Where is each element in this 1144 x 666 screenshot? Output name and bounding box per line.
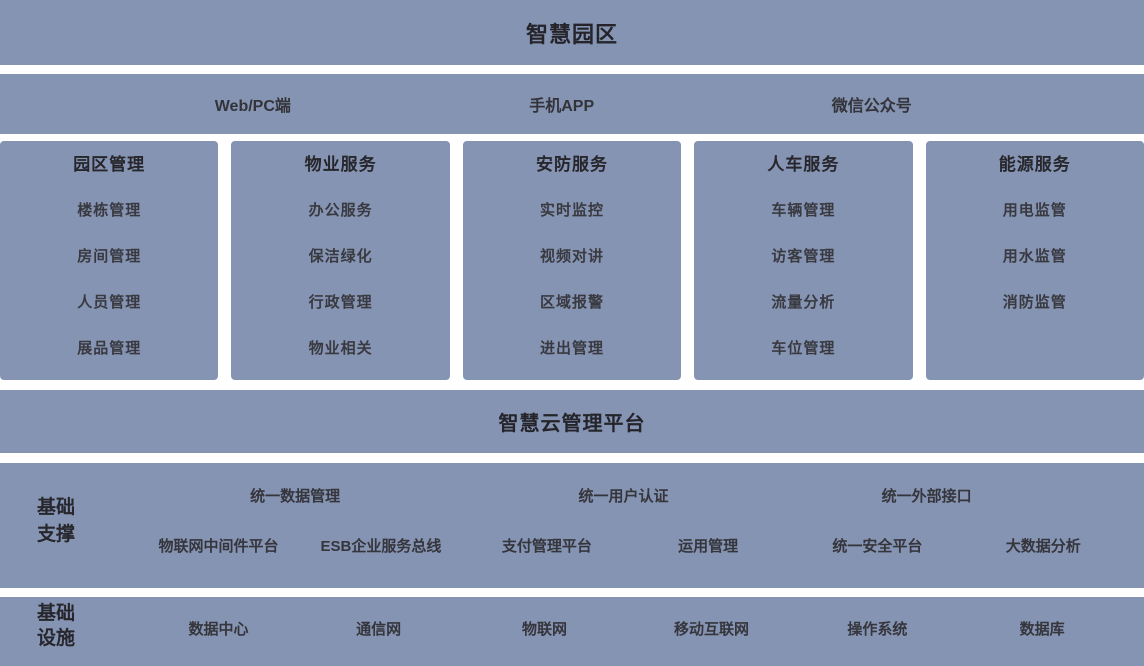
- column-item: 展品管理: [77, 340, 142, 357]
- cloud-platform-bar: 智慧云管理平台: [0, 390, 1144, 453]
- column-item: 办公服务: [308, 202, 373, 219]
- page-title: 智慧园区: [525, 21, 618, 47]
- column-item: 进出管理: [539, 340, 604, 357]
- column-item: 区域报警: [539, 294, 604, 311]
- column-item: 楼栋管理: [77, 202, 142, 219]
- column-item: 物业相关: [308, 340, 373, 357]
- column-item: 人员管理: [77, 294, 142, 311]
- column-item: 用电监管: [1002, 202, 1067, 219]
- support-item-esb: ESB企业服务总线: [320, 538, 442, 555]
- column-item: 保洁绿化: [308, 248, 373, 265]
- service-column-property-service: 物业服务 办公服务 保洁绿化 行政管理 物业相关: [231, 141, 450, 380]
- support-item-unified-auth: 统一用户认证: [578, 488, 669, 505]
- column-title: 安防服务: [535, 155, 608, 174]
- service-columns: 园区管理 楼栋管理 房间管理 人员管理 展品管理 物业服务 办公服务 保洁绿化 …: [0, 141, 1144, 380]
- channel-web-pc: Web/PC端: [214, 98, 291, 115]
- column-title: 园区管理: [73, 155, 146, 174]
- column-title: 能源服务: [998, 155, 1071, 174]
- support-item-unified-data: 统一数据管理: [250, 488, 341, 505]
- support-item-big-data-analysis: 大数据分析: [1005, 538, 1081, 555]
- infrastructure-label: 基础 设施: [36, 603, 75, 649]
- column-title: 人车服务: [767, 155, 840, 174]
- column-title: 物业服务: [304, 155, 377, 174]
- column-item: 房间管理: [77, 248, 142, 265]
- support-item-payment-platform: 支付管理平台: [501, 538, 592, 555]
- infrastructure-section: 基础 设施 数据中心 通信网 物联网 移动互联网 操作系统 数据库: [0, 597, 1144, 666]
- column-item: 车辆管理: [771, 202, 836, 219]
- service-column-energy-service: 能源服务 用电监管 用水监管 消防监管: [925, 141, 1144, 380]
- channel-mobile-app: 手机APP: [529, 98, 595, 115]
- support-item-iot-middleware: 物联网中间件平台: [158, 538, 279, 555]
- channel-wechat: 微信公众号: [831, 98, 912, 115]
- infra-item-mobile-internet: 移动互联网: [674, 621, 750, 638]
- support-item-unified-external-api: 统一外部接口: [881, 488, 972, 505]
- support-item-unified-security: 统一安全平台: [832, 538, 923, 555]
- column-item: 实时监控: [539, 202, 604, 219]
- column-item: 行政管理: [308, 294, 373, 311]
- column-item: 车位管理: [771, 340, 836, 357]
- infra-item-communication-network: 通信网: [356, 621, 402, 638]
- column-item: 流量分析: [771, 294, 836, 311]
- service-column-security-service: 安防服务 实时监控 视频对讲 区域报警 进出管理: [462, 141, 682, 380]
- infra-item-data-center: 数据中心: [188, 621, 249, 638]
- column-item: 用水监管: [1002, 248, 1067, 265]
- infra-item-operating-system: 操作系统: [847, 621, 908, 638]
- infra-item-iot-network: 物联网: [522, 621, 568, 638]
- header-bar: 智慧园区: [0, 0, 1144, 65]
- channel-bar: Web/PC端 手机APP 微信公众号: [0, 74, 1144, 134]
- column-item: 访客管理: [771, 248, 836, 265]
- foundation-support-label: 基础 支撑: [36, 497, 75, 545]
- cloud-platform-title: 智慧云管理平台: [498, 413, 646, 435]
- support-item-operation-management: 运用管理: [678, 538, 739, 555]
- column-item: 消防监管: [1002, 294, 1067, 311]
- service-column-people-vehicle-service: 人车服务 车辆管理 访客管理 流量分析 车位管理: [694, 141, 913, 380]
- foundation-support-section: 基础 支撑 统一数据管理 统一用户认证 统一外部接口 物联网中间件平台 ESB企…: [0, 463, 1144, 588]
- service-column-park-management: 园区管理 楼栋管理 房间管理 人员管理 展品管理: [0, 141, 219, 380]
- infra-item-database: 数据库: [1019, 621, 1065, 638]
- column-item: 视频对讲: [539, 248, 604, 265]
